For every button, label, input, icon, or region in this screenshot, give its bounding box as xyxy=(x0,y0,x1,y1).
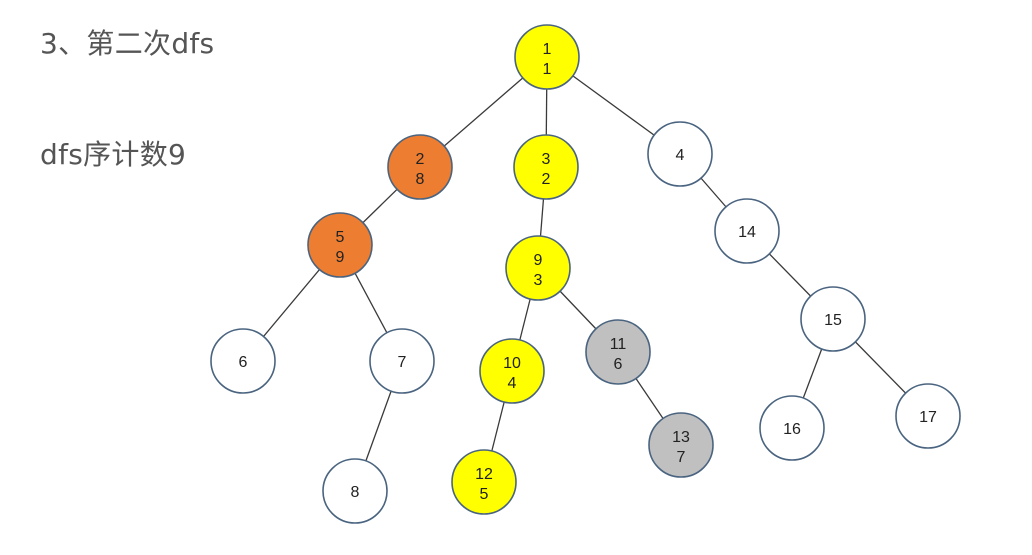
node-circle xyxy=(759,395,825,461)
tree-node-16: 16 xyxy=(759,395,825,461)
node-id-label: 7 xyxy=(398,354,407,371)
node-circle xyxy=(451,449,517,515)
tree-node-9: 93 xyxy=(505,235,571,301)
node-dfs-order-label: 9 xyxy=(336,249,345,266)
node-id-label: 14 xyxy=(738,224,756,241)
node-id-label: 1 xyxy=(543,41,552,58)
node-circle xyxy=(800,286,866,352)
node-id-label: 9 xyxy=(534,252,543,269)
tree-node-3: 32 xyxy=(513,134,579,200)
node-circle xyxy=(505,235,571,301)
node-id-label: 5 xyxy=(336,229,345,246)
tree-node-13: 137 xyxy=(648,412,714,478)
tree-node-2: 28 xyxy=(387,134,453,200)
tree-node-10: 104 xyxy=(479,338,545,404)
node-id-label: 17 xyxy=(919,409,937,426)
node-circle xyxy=(479,338,545,404)
node-circle xyxy=(585,319,651,385)
node-id-label: 12 xyxy=(475,466,493,483)
node-dfs-order-label: 5 xyxy=(480,486,489,503)
node-dfs-order-label: 3 xyxy=(534,272,543,289)
node-id-label: 10 xyxy=(503,355,521,372)
node-circle xyxy=(714,198,780,264)
node-circle xyxy=(369,328,435,394)
node-circle xyxy=(322,458,388,524)
tree-node-5: 59 xyxy=(307,212,373,278)
node-circle xyxy=(307,212,373,278)
node-id-label: 3 xyxy=(542,151,551,168)
tree-node-11: 116 xyxy=(585,319,651,385)
node-id-label: 6 xyxy=(239,354,248,371)
tree-node-6: 6 xyxy=(210,328,276,394)
node-circle xyxy=(514,24,580,90)
node-id-label: 16 xyxy=(783,421,801,438)
node-dfs-order-label: 4 xyxy=(508,375,517,392)
node-circle xyxy=(210,328,276,394)
node-circle xyxy=(895,383,961,449)
node-dfs-order-label: 8 xyxy=(416,171,425,188)
section-title: 3、第二次dfs xyxy=(40,27,215,60)
node-id-label: 8 xyxy=(351,484,360,501)
node-circle xyxy=(513,134,579,200)
node-dfs-order-label: 2 xyxy=(542,171,551,188)
node-dfs-order-label: 6 xyxy=(614,356,623,373)
dfs-counter-label: dfs序计数9 xyxy=(40,138,187,171)
node-circle xyxy=(648,412,714,478)
tree-node-14: 14 xyxy=(714,198,780,264)
tree-node-7: 7 xyxy=(369,328,435,394)
node-id-label: 11 xyxy=(610,336,627,353)
node-id-label: 13 xyxy=(672,429,690,446)
node-id-label: 15 xyxy=(824,312,842,329)
node-circle xyxy=(387,134,453,200)
tree-node-8: 8 xyxy=(322,458,388,524)
tree-node-15: 15 xyxy=(800,286,866,352)
tree-node-1: 11 xyxy=(514,24,580,90)
node-dfs-order-label: 7 xyxy=(677,449,686,466)
node-circle xyxy=(647,121,713,187)
node-id-label: 2 xyxy=(416,151,425,168)
tree-node-17: 17 xyxy=(895,383,961,449)
tree-node-4: 4 xyxy=(647,121,713,187)
node-dfs-order-label: 1 xyxy=(543,61,552,78)
tree-node-12: 125 xyxy=(451,449,517,515)
node-id-label: 4 xyxy=(676,147,685,164)
